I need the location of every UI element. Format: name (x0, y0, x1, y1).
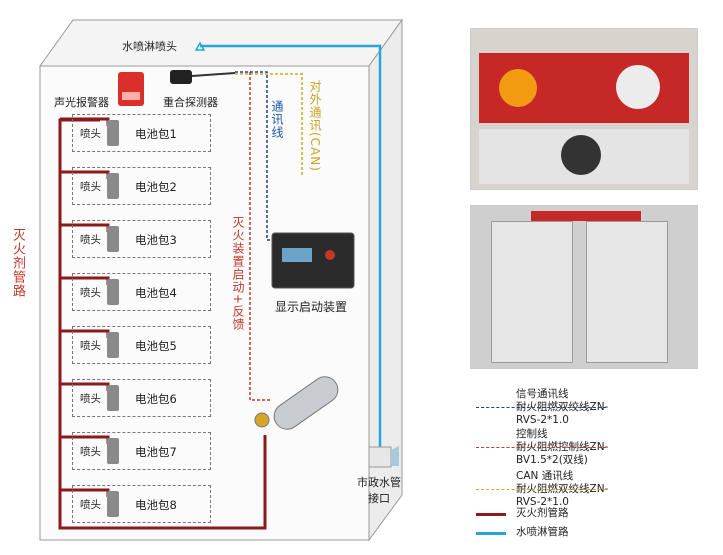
legend-line-dashed (476, 489, 606, 490)
rack-left (491, 221, 573, 363)
legend-line-solid (476, 513, 506, 516)
battery-pack-box (72, 220, 211, 258)
legend-title: 控制线 (516, 428, 548, 440)
display-device-icon (271, 232, 355, 289)
alarm-lens (122, 92, 140, 100)
alarm-photo-icon (499, 69, 537, 107)
battery-pack-box (72, 379, 211, 417)
legend-line-solid (476, 532, 506, 535)
alarm-label: 声光报警器 (54, 96, 109, 109)
trigger-line-label: 灭火装置启动+反馈 (231, 216, 245, 332)
control-line (249, 72, 270, 401)
battery-pack-label: 电池包1 (135, 127, 177, 141)
nozzle-valve-icon (107, 226, 119, 252)
battery-pack-label: 电池包8 (135, 498, 177, 512)
nozzle-valve-icon (107, 279, 119, 305)
nozzle-label: 喷头 (80, 128, 101, 140)
battery-pack-box (72, 167, 211, 205)
fan-icon (561, 135, 601, 175)
battery-pack-box (72, 273, 211, 311)
nozzle-label: 喷头 (80, 340, 101, 352)
agent-cylinder-icon (254, 376, 339, 430)
nozzle-label: 喷头 (80, 287, 101, 299)
water-pipe (200, 44, 382, 450)
legend-title: 水喷淋管路 (516, 526, 569, 538)
sprinkler-head-icon (194, 41, 206, 51)
battery-pack-label: 电池包5 (135, 339, 177, 353)
display-screen (282, 248, 312, 262)
detector-label: 重合探测器 (163, 96, 218, 109)
nozzle-valve-icon (107, 332, 119, 358)
nozzle-label: 喷头 (80, 234, 101, 246)
display-button (325, 250, 335, 260)
nozzle-label: 喷头 (80, 446, 101, 458)
battery-pack-label: 电池包7 (135, 445, 177, 459)
legend-title: 灭火剂管路 (516, 507, 569, 519)
nozzle-label: 喷头 (80, 181, 101, 193)
sprinkler-head-label: 水喷淋喷头 (122, 40, 177, 53)
nozzle-label: 喷头 (80, 499, 101, 511)
nozzle-valve-icon (107, 385, 119, 411)
legend-line-dashed (476, 407, 606, 408)
detector-icon (170, 70, 192, 84)
signal-line (235, 71, 268, 240)
battery-pack-label: 电池包3 (135, 233, 177, 247)
display-label: 显示启动装置 (275, 300, 348, 314)
battery-pack-box (72, 326, 211, 364)
municipal-label: 市政水管接口 (357, 476, 401, 505)
battery-pack-label: 电池包6 (135, 392, 177, 406)
cabinet-top (39, 19, 403, 67)
legend-line-dashed (476, 447, 606, 448)
battery-pack-label: 电池包4 (135, 286, 177, 300)
battery-pack-box (72, 432, 211, 470)
nozzle-valve-icon (107, 120, 119, 146)
detector-cable (191, 72, 236, 77)
alarm-icon (118, 72, 144, 106)
battery-pack-label: 电池包2 (135, 180, 177, 194)
nozzle-valve-icon (107, 173, 119, 199)
legend-desc: 耐火阻燃控制线ZN-BV1.5*2(双线) (516, 441, 609, 466)
comm-line-label: 通讯线 (270, 100, 284, 139)
battery-pack-box (72, 114, 211, 152)
municipal-connector (368, 446, 392, 468)
nozzle-label: 喷头 (80, 393, 101, 405)
nozzle-valve-icon (107, 438, 119, 464)
can-line-label: 对外通讯(CAN) (308, 80, 322, 172)
cabinet-front (39, 65, 370, 541)
legend-title: CAN 通讯线 (516, 470, 574, 482)
legend-desc: 耐火阻燃双绞线ZN-RVS-2*1.0 (516, 483, 609, 508)
legend-title: 信号通讯线 (516, 388, 569, 400)
nozzle-valve-icon (107, 491, 119, 517)
rack-top-bar (531, 211, 641, 221)
pipe-left-label: 灭火剂管路 (10, 228, 25, 298)
rack-right (586, 221, 668, 363)
photo-battery-rack (470, 205, 698, 369)
municipal-pipe-end (391, 446, 399, 466)
battery-pack-box (72, 485, 211, 523)
legend-desc: 耐火阻燃双绞线ZN-RVS-2*1.0 (516, 401, 609, 426)
photo-control-panel (470, 28, 698, 190)
detector-photo-icon (616, 65, 660, 109)
can-line (235, 73, 303, 175)
